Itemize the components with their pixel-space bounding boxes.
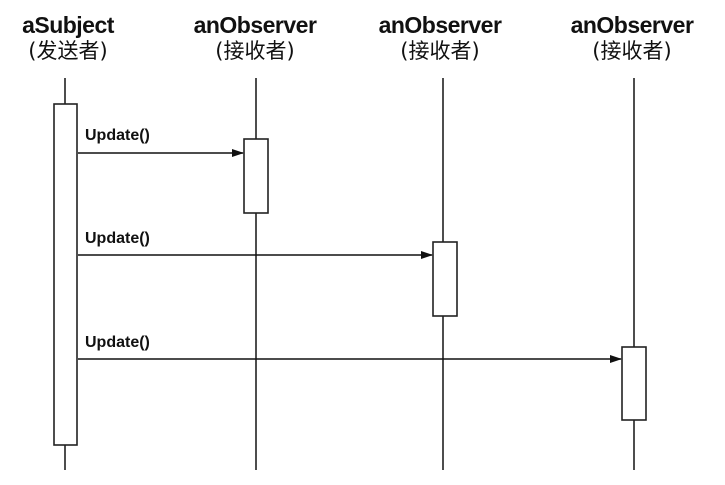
participant-observer-2-role: (接收者) bbox=[400, 39, 480, 63]
participant-observer-1-name: anObserver bbox=[193, 12, 317, 38]
activation-observer-2 bbox=[432, 241, 458, 317]
participant-observer-2: anObserver (接收者) bbox=[350, 12, 530, 64]
message-label-1: Update() bbox=[85, 127, 150, 144]
message-label-2: Update() bbox=[85, 230, 150, 247]
participant-observer-3-name: anObserver bbox=[570, 12, 694, 38]
participant-subject-name: aSubject bbox=[22, 12, 114, 38]
participant-observer-3-role: (接收者) bbox=[592, 39, 672, 63]
participant-observer-3: anObserver (接收者) bbox=[542, 12, 722, 64]
participant-observer-1-role: (接收者) bbox=[215, 39, 295, 63]
participant-observer-1: anObserver (接收者) bbox=[165, 12, 345, 64]
participant-subject-role: (发送者) bbox=[28, 39, 108, 63]
activation-observer-1 bbox=[243, 138, 269, 214]
participant-subject: aSubject (发送者) bbox=[0, 12, 158, 64]
participant-observer-2-name: anObserver bbox=[378, 12, 502, 38]
message-label-3: Update() bbox=[85, 334, 150, 351]
activation-subject bbox=[53, 103, 78, 446]
activation-observer-3 bbox=[621, 346, 647, 421]
